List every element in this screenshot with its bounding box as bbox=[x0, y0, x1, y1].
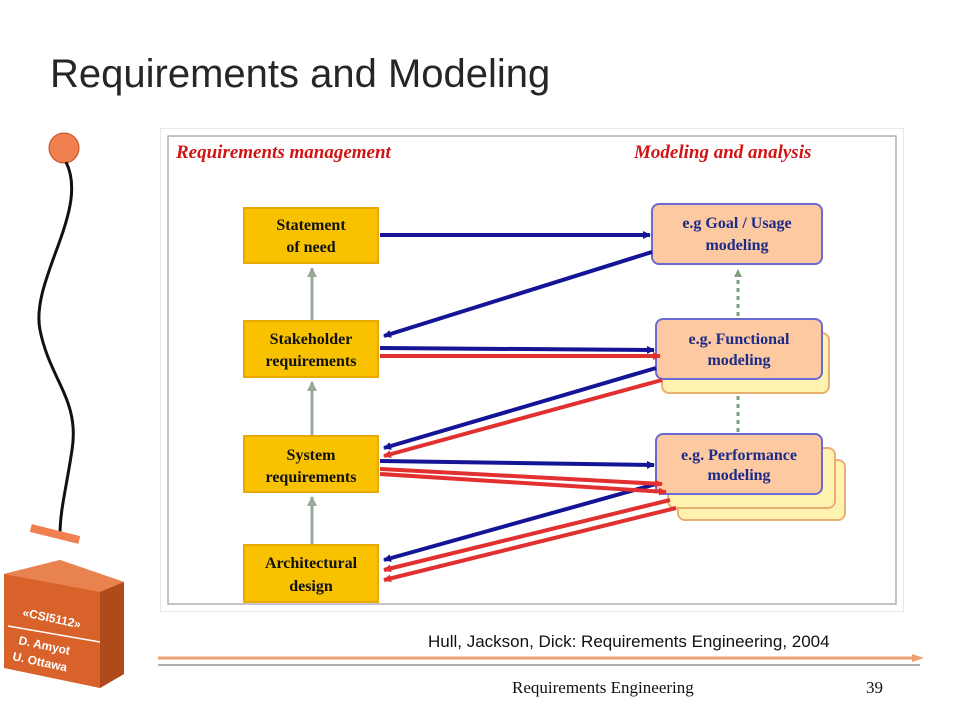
model-label: modeling bbox=[705, 237, 768, 254]
footer-arrow bbox=[158, 654, 924, 666]
decorative-string bbox=[37, 161, 75, 536]
requirement-box: System requirements bbox=[243, 435, 379, 493]
requirement-label: System bbox=[287, 447, 337, 464]
requirement-label: Architectural bbox=[265, 555, 358, 572]
requirements-modeling-diagram: Requirements management Modeling and ana… bbox=[160, 128, 904, 612]
requirement-label: requirements bbox=[266, 469, 357, 486]
right-heading: Modeling and analysis bbox=[633, 142, 811, 163]
model-label: modeling bbox=[707, 467, 770, 484]
left-heading: Requirements management bbox=[175, 142, 392, 163]
requirement-label: design bbox=[289, 578, 333, 595]
course-logo: «CSI5112» D. Amyot U. Ottawa bbox=[4, 560, 124, 688]
model-box: e.g Goal / Usage modeling bbox=[651, 203, 823, 265]
decorative-ball bbox=[48, 132, 80, 164]
model-label: e.g Goal / Usage bbox=[682, 215, 791, 232]
model-label: modeling bbox=[707, 352, 770, 369]
decorative-bar bbox=[29, 524, 81, 544]
footer-course-title: Requirements Engineering bbox=[512, 678, 694, 697]
blue-arrows bbox=[379, 231, 657, 562]
decorative-pole bbox=[29, 132, 81, 544]
citation: Hull, Jackson, Dick: Requirements Engine… bbox=[428, 632, 830, 651]
model-label: e.g. Performance bbox=[681, 447, 797, 464]
model-box: e.g. Functional modeling bbox=[655, 318, 823, 380]
requirement-box: Stakeholder requirements bbox=[243, 320, 379, 378]
requirement-label: Statement bbox=[276, 217, 346, 234]
red-arrows bbox=[379, 352, 677, 583]
requirement-box: Architectural design bbox=[243, 544, 379, 603]
page-number: 39 bbox=[866, 678, 883, 697]
slide-title: Requirements and Modeling bbox=[50, 52, 551, 96]
model-box: e.g. Performance modeling bbox=[655, 433, 823, 495]
requirement-label: of need bbox=[286, 239, 335, 256]
requirement-label: requirements bbox=[266, 353, 357, 370]
requirement-box: Statement of need bbox=[243, 207, 379, 264]
model-label: e.g. Functional bbox=[689, 331, 790, 348]
requirement-label: Stakeholder bbox=[270, 331, 353, 348]
